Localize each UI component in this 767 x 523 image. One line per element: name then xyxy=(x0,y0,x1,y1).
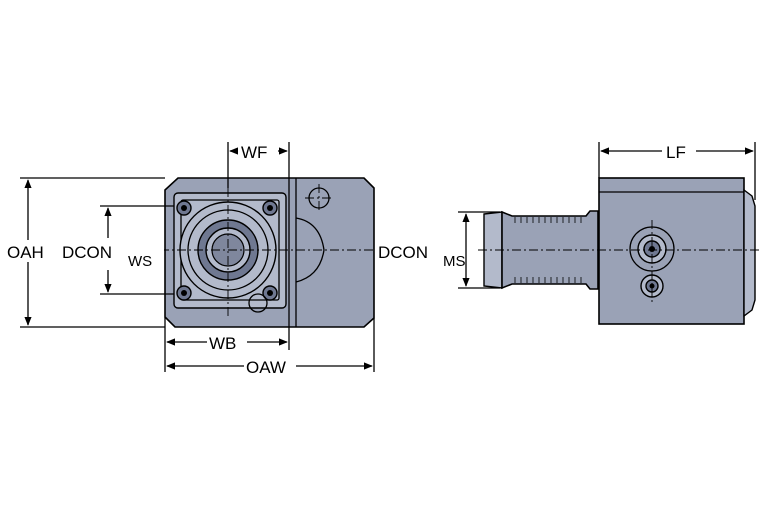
label-lf: LF xyxy=(666,143,686,162)
dim-dcon-ws: DCON WS xyxy=(60,205,174,295)
end-cap xyxy=(743,188,756,318)
label-oaw: OAW xyxy=(246,358,286,377)
side-body xyxy=(598,177,745,325)
label-oah: OAH xyxy=(7,243,44,262)
side-view xyxy=(478,177,760,325)
side-pin-bottom xyxy=(248,293,268,313)
screw-bottom-right xyxy=(262,285,278,301)
screw-bottom-left xyxy=(176,285,192,301)
dim-dcon-ms-label: DCON MS xyxy=(376,238,480,270)
dim-lf: LF xyxy=(598,142,756,200)
label-dcon-ms: DCON xyxy=(378,243,428,262)
screw-top-right xyxy=(262,200,278,216)
side-pocket xyxy=(295,217,325,283)
label-dcon-ws-sub: WS xyxy=(128,253,152,270)
label-dcon-ws: DCON xyxy=(62,243,112,262)
dim-wb: WB xyxy=(164,317,290,372)
dim-dcon-ms xyxy=(458,211,500,289)
dim-wf: WF xyxy=(227,142,290,188)
dim-oah: OAH xyxy=(6,177,165,328)
front-view xyxy=(160,177,378,328)
label-dcon-ms-sub: MS xyxy=(443,253,466,270)
label-wf: WF xyxy=(241,143,267,162)
label-wb: WB xyxy=(209,334,236,353)
screw-top-left xyxy=(176,200,192,216)
thread-lines xyxy=(514,217,582,283)
dim-oaw: OAW xyxy=(166,318,375,377)
